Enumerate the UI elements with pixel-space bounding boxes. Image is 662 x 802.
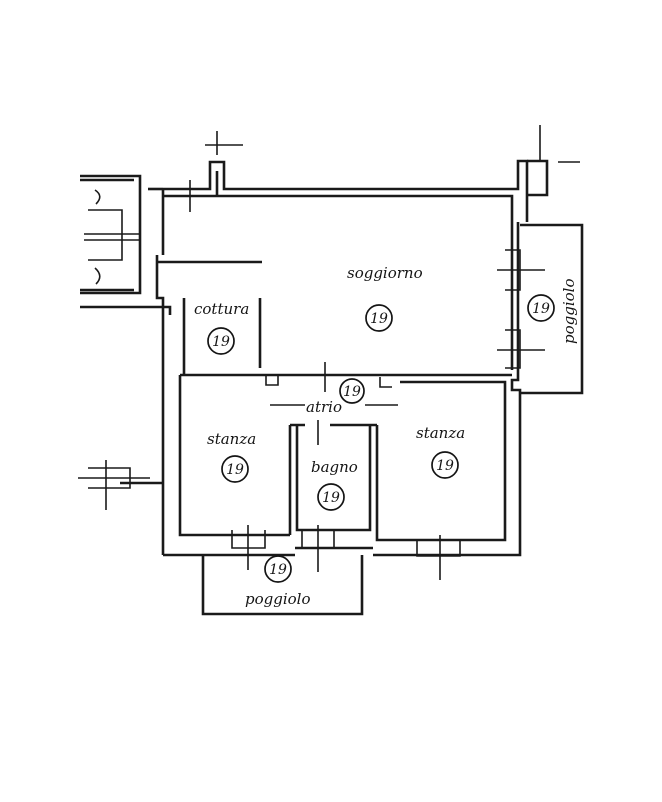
label-soggiorno: soggiorno <box>347 264 423 282</box>
badge-poggiolo-right: 19 <box>527 294 555 322</box>
label-atrio: atrio <box>306 398 342 416</box>
badge-cottura-text: 19 <box>212 334 230 350</box>
badge-stanza-right-text: 19 <box>436 458 454 474</box>
badge-poggiolo-bottom-text: 19 <box>269 562 287 578</box>
badge-poggiolo-bottom: 19 <box>264 555 292 583</box>
balcony-right <box>520 223 584 395</box>
badge-soggiorno-text: 19 <box>370 311 388 327</box>
label-cottura: cottura <box>194 300 249 318</box>
badge-bagno-text: 19 <box>322 490 340 506</box>
balcony-bottom <box>201 555 364 616</box>
badge-bagno: 19 <box>317 483 345 511</box>
label-bagno: bagno <box>311 458 358 476</box>
badge-atrio: 19 <box>339 378 365 404</box>
label-stanza-right: stanza <box>416 424 465 442</box>
badge-poggiolo-right-text: 19 <box>532 301 550 317</box>
window-marks <box>78 125 580 580</box>
badge-stanza-left: 19 <box>221 455 249 483</box>
badge-atrio-text: 19 <box>343 384 361 400</box>
badge-stanza-left-text: 19 <box>226 462 244 478</box>
label-stanza-left: stanza <box>207 430 256 448</box>
adjacent-structures <box>80 159 549 485</box>
interior-walls <box>158 260 512 542</box>
label-poggiolo-right: poggiolo <box>560 279 578 345</box>
badge-stanza-right: 19 <box>431 451 459 479</box>
badge-soggiorno: 19 <box>365 304 393 332</box>
label-poggiolo-bottom: poggiolo <box>245 590 311 608</box>
outer-walls <box>155 159 529 557</box>
badge-cottura: 19 <box>207 327 235 355</box>
